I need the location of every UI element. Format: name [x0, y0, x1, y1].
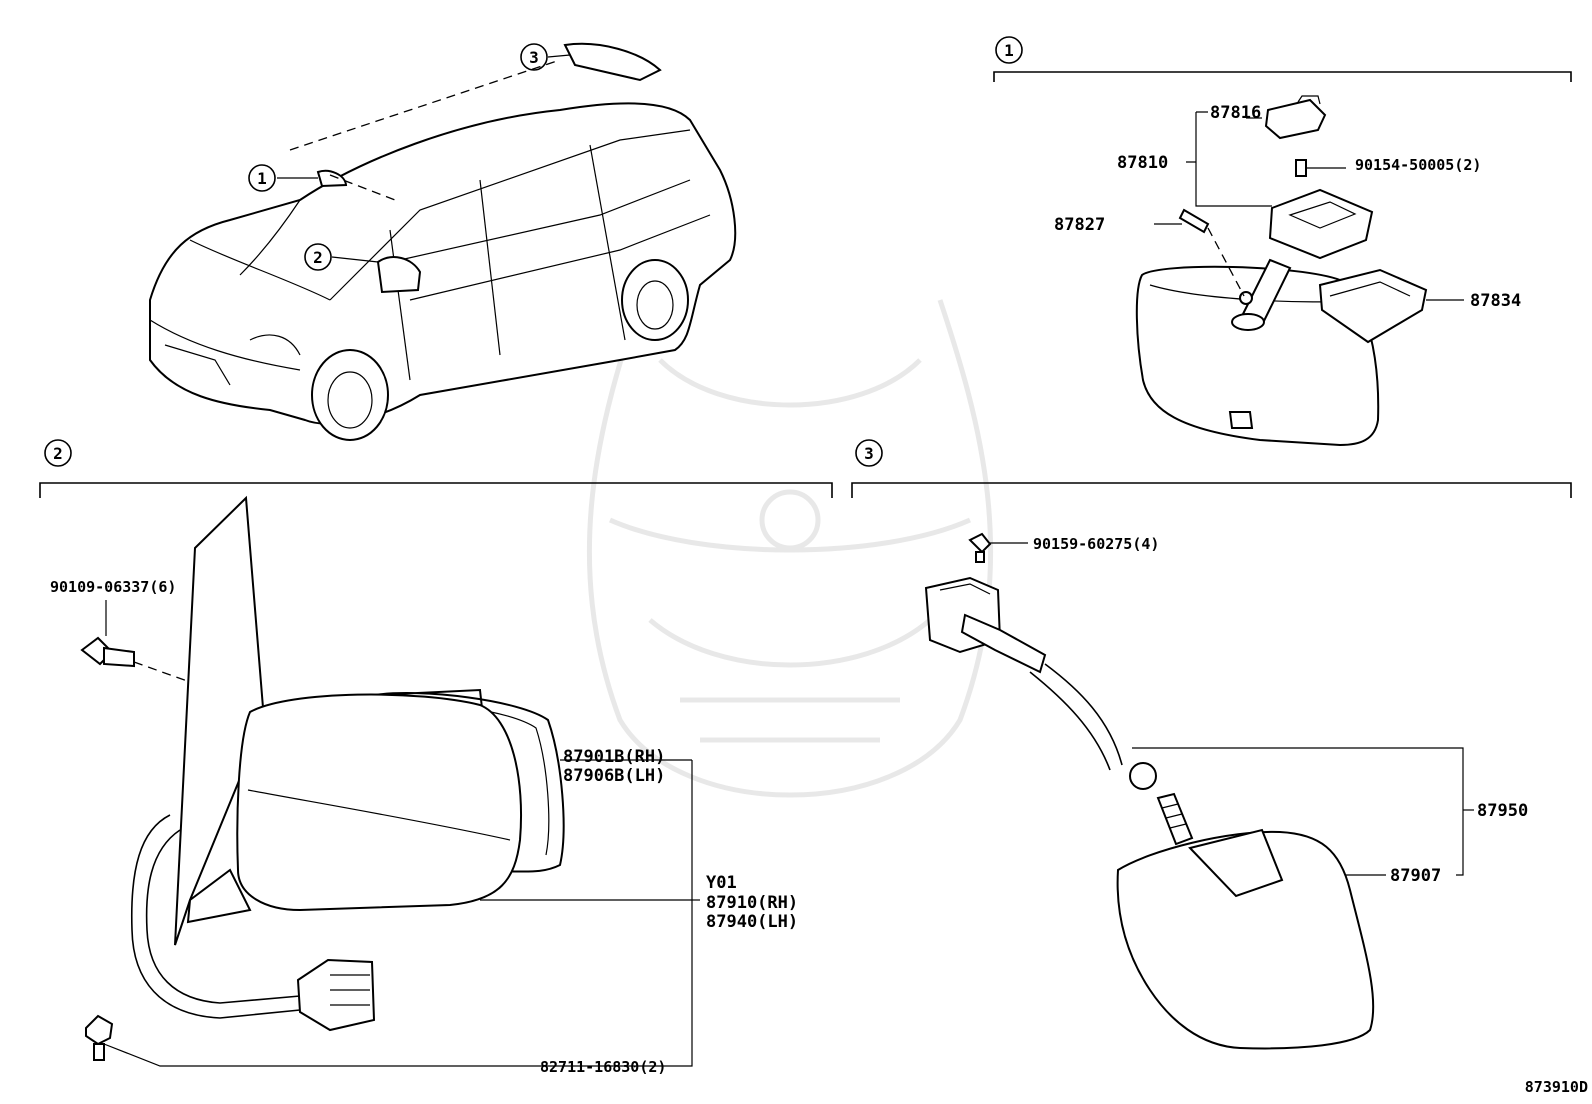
- vehicle-callout-3[interactable]: 3: [520, 43, 548, 71]
- part-87950-text: 87950: [1477, 801, 1528, 821]
- rear-view-mirror-illustration: [1135, 95, 1428, 447]
- part-90109-text: 90109-06337(6): [50, 578, 176, 596]
- part-87834-label[interactable]: 87834: [1470, 291, 1521, 311]
- section-1-marker: 1: [1004, 41, 1014, 60]
- under-mirror-illustration: [924, 532, 1375, 1050]
- section-3-leaders: [990, 542, 1474, 876]
- part-82711-label[interactable]: 82711-16830(2): [540, 1058, 666, 1076]
- part-90154-text: 90154-50005(2): [1355, 156, 1481, 174]
- part-y01-text: Y01: [706, 873, 737, 893]
- part-87834-text: 87834: [1470, 291, 1521, 311]
- part-90159-label[interactable]: 90159-60275(4): [1033, 535, 1159, 553]
- vehicle-callout-3-label: 3: [529, 48, 539, 67]
- part-87906b-text: 87906B(LH): [563, 766, 665, 786]
- part-87940-label[interactable]: 87940(LH): [706, 912, 798, 932]
- part-90154-label[interactable]: 90154-50005(2): [1355, 156, 1481, 174]
- part-87810-label[interactable]: 87810: [1117, 153, 1168, 173]
- figure-id: 873910D: [1525, 1078, 1588, 1096]
- vehicle-callout-lines: [277, 54, 571, 263]
- part-y01-label[interactable]: Y01: [706, 873, 737, 893]
- section-1-leaders: [1154, 111, 1464, 301]
- part-87816-label[interactable]: 87816: [1210, 103, 1261, 123]
- part-87940-text: 87940(LH): [706, 912, 798, 932]
- part-87907-text: 87907: [1390, 866, 1441, 886]
- part-87827-label[interactable]: 87827: [1054, 215, 1105, 235]
- vehicle-callout-2-label: 2: [313, 248, 323, 267]
- section-3-marker: 3: [864, 444, 874, 463]
- part-87910-label[interactable]: 87910(RH): [706, 893, 798, 913]
- watermark-emblem: [586, 299, 994, 798]
- part-87901b-label[interactable]: 87901B(RH): [563, 747, 665, 767]
- part-87901b-text: 87901B(RH): [563, 747, 665, 767]
- part-87827-text: 87827: [1054, 215, 1105, 235]
- part-87816-text: 87816: [1210, 103, 1261, 123]
- section-2-leaders: [103, 600, 700, 1067]
- section-2-header: 2: [39, 439, 833, 498]
- part-90109-label[interactable]: 90109-06337(6): [50, 578, 176, 596]
- section-3-header: 3: [851, 439, 1572, 498]
- vehicle-illustration: [149, 42, 737, 441]
- part-87810-text: 87810: [1117, 153, 1168, 173]
- part-87910-text: 87910(RH): [706, 893, 798, 913]
- vehicle-callout-2[interactable]: 2: [304, 243, 332, 271]
- section-2-marker: 2: [53, 444, 63, 463]
- part-82711-text: 82711-16830(2): [540, 1058, 666, 1076]
- part-87907-label[interactable]: 87907: [1390, 866, 1441, 886]
- vehicle-callout-1[interactable]: 1: [248, 164, 276, 192]
- part-87950-label[interactable]: 87950: [1477, 801, 1528, 821]
- section-1-header: 1: [993, 36, 1572, 82]
- part-87906b-label[interactable]: 87906B(LH): [563, 766, 665, 786]
- part-90159-text: 90159-60275(4): [1033, 535, 1159, 553]
- side-mirror-illustration: [80, 495, 565, 1061]
- vehicle-callout-1-label: 1: [257, 169, 267, 188]
